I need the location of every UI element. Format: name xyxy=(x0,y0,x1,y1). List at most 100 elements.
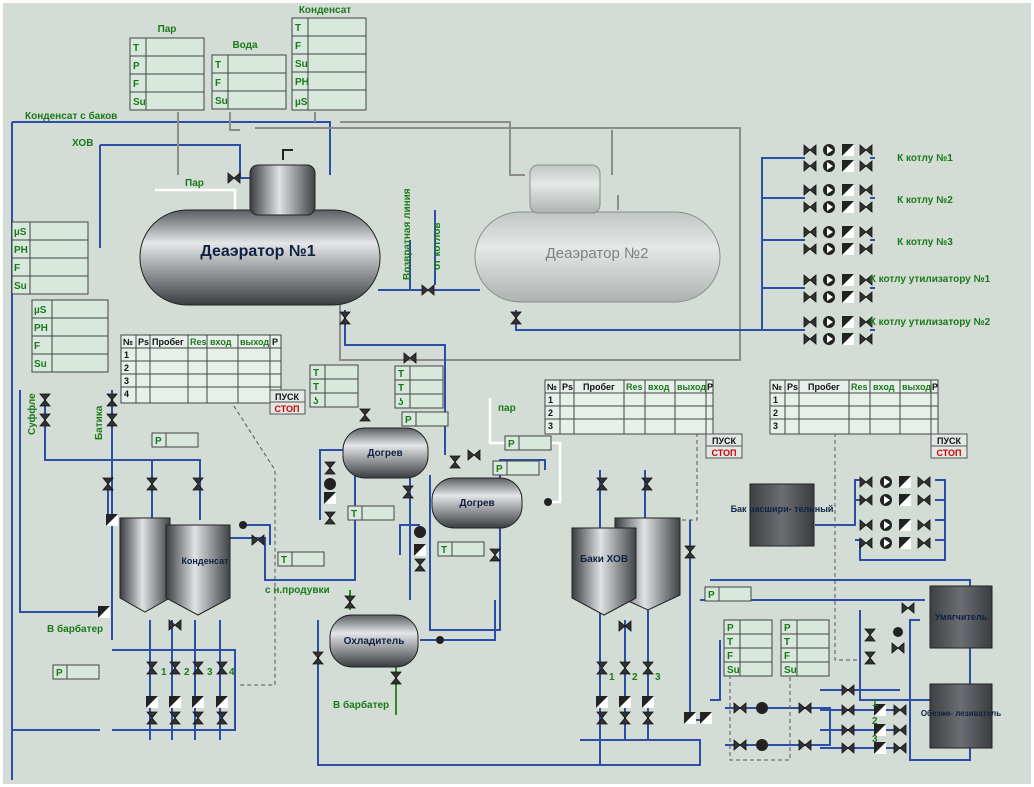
readout-p-3: P xyxy=(504,435,552,451)
par-line-label: Пар xyxy=(185,178,204,189)
svg-text:СТОП: СТОП xyxy=(711,448,736,458)
stop-button-1[interactable]: СТОП xyxy=(269,401,306,415)
svg-text:1: 1 xyxy=(124,350,129,360)
pusk-button-3[interactable]: ПУСК xyxy=(930,433,968,447)
filter-valve-num-2: 2 xyxy=(872,716,878,727)
tt1-row-1: T xyxy=(313,368,319,379)
svg-text:P: P xyxy=(932,382,938,392)
readout-p-1: P xyxy=(151,432,199,448)
boiler-line-5: К котлу утилизатору №2 xyxy=(870,317,991,328)
param-table-voda: Вода T F Su xyxy=(211,40,287,110)
ohladitel-tank[interactable]: Охладитель xyxy=(329,614,419,668)
dogrev-2-label: Догрев xyxy=(459,498,494,509)
dogrev-1-label: Догрев xyxy=(367,448,402,459)
hov-valve-num-2: 2 xyxy=(632,672,638,683)
vozvratnaya-label: Возвратная линия xyxy=(402,188,413,280)
svg-text:Ps: Ps xyxy=(562,382,573,392)
kond-row-su: Su xyxy=(295,59,308,70)
svg-text:ПУСК: ПУСК xyxy=(275,392,300,402)
boiler-line-4: К котлу утилизатору №1 xyxy=(870,274,991,285)
tt2-row-1: T xyxy=(398,369,404,380)
left2-row-ph: PH xyxy=(34,323,48,334)
bak-rasshiritelnyi[interactable]: Бак расшири- тельный xyxy=(731,483,834,547)
svg-text:3: 3 xyxy=(773,421,778,431)
svg-text:1: 1 xyxy=(548,395,553,405)
param-table-left-1: µS PH F Su xyxy=(11,221,89,295)
svg-text:P: P xyxy=(508,439,515,450)
readout-p-6: P xyxy=(704,586,752,602)
dogrev-tank-1[interactable]: Догрев xyxy=(342,427,429,479)
kondensat-tanks[interactable]: Конденсат xyxy=(119,517,231,616)
actuators[interactable] xyxy=(98,478,903,754)
b1-row-su: Su xyxy=(727,665,740,676)
boiler-line-2: К котлу №2 xyxy=(897,195,953,206)
pusk-button-2[interactable]: ПУСК xyxy=(705,433,743,447)
kond-row-f: F xyxy=(295,41,301,52)
voda-row-su: Su xyxy=(215,96,228,107)
svg-text:P: P xyxy=(707,382,713,392)
s-n-produvki-label: с н.продувки xyxy=(265,585,330,596)
readout-t-3: T xyxy=(277,551,325,567)
tt1-row-2: T xyxy=(313,382,319,393)
svg-text:P: P xyxy=(708,590,715,601)
svg-text:выход: выход xyxy=(902,382,931,392)
umyagchitel[interactable]: Умягчитель xyxy=(929,585,993,649)
svg-text:T: T xyxy=(351,509,357,520)
hov-valve-num-3: 3 xyxy=(655,672,661,683)
svg-text:Res: Res xyxy=(626,382,643,392)
readout-p-2: P xyxy=(401,411,449,427)
svg-text:вход: вход xyxy=(873,382,895,392)
b1-row-p: P xyxy=(727,623,734,634)
suffle-label: Суффле xyxy=(26,393,38,435)
baki-hov-tanks[interactable]: Баки ХОВ xyxy=(571,517,681,616)
stop-button-2[interactable]: СТОП xyxy=(705,445,743,459)
par-row-f: F xyxy=(133,79,139,90)
tt2-row-2: T xyxy=(398,383,404,394)
svg-text:СТОП: СТОП xyxy=(936,448,961,458)
svg-text:вход: вход xyxy=(210,337,232,347)
svg-text:P: P xyxy=(272,337,278,347)
filter-valve-num-1: 1 xyxy=(872,698,878,709)
svg-text:выход: выход xyxy=(240,337,269,347)
left2-row-su: Su xyxy=(34,359,47,370)
par-row-p: P xyxy=(133,61,140,72)
tt2-row-3: ʖ xyxy=(398,397,404,408)
hov-label: ХОВ xyxy=(72,138,93,149)
svg-text:Res: Res xyxy=(190,337,207,347)
kond-row-t: T xyxy=(295,23,301,34)
obezzhelezivatel[interactable]: Обезже- лезиватель xyxy=(921,683,1001,749)
pusk-button-1[interactable]: ПУСК xyxy=(269,389,306,403)
voda-row-t: T xyxy=(215,60,221,71)
stop-button-3[interactable]: СТОП xyxy=(930,445,968,459)
boiler-line-1: К котлу №1 xyxy=(897,153,953,164)
filter-valve-num-3: 3 xyxy=(872,734,878,745)
voda-row-f: F xyxy=(215,78,221,89)
svg-text:P: P xyxy=(56,668,63,679)
readout-p-5: P xyxy=(52,664,100,680)
b1-row-f: F xyxy=(727,651,733,662)
kondensat-tank-label: Конденсат xyxy=(181,556,229,566)
left2-row-f: F xyxy=(34,341,40,352)
svg-text:T: T xyxy=(441,545,447,556)
svg-text:Ps: Ps xyxy=(787,382,798,392)
dogrev-tank-2[interactable]: Догрев xyxy=(431,477,523,529)
deaerator-2[interactable]: Деаэратор №2 xyxy=(474,164,721,303)
svg-text:3: 3 xyxy=(124,376,129,386)
svg-text:№: № xyxy=(547,382,557,392)
svg-text:СТОП: СТОП xyxy=(274,404,299,414)
obezzhelez-label: Обезже- лезиватель xyxy=(921,709,1001,718)
batika-label: Батика xyxy=(94,405,105,440)
kondensat-title: Конденсат xyxy=(299,5,351,16)
valve-num-3: 3 xyxy=(207,667,213,678)
param-table-bottom-1: P T F Su xyxy=(723,619,773,677)
par-row-su: Su xyxy=(133,97,146,108)
left1-row-f: F xyxy=(14,263,20,274)
ot-kotlov-label: от котлов xyxy=(432,222,443,270)
svg-text:2: 2 xyxy=(548,408,553,418)
deaerator-1[interactable]: Деаэратор №1 xyxy=(139,149,381,306)
deaerator-2-label: Деаэратор №2 xyxy=(546,245,649,262)
svg-text:4: 4 xyxy=(124,389,129,399)
svg-text:2: 2 xyxy=(124,363,129,373)
b1-row-t: T xyxy=(727,637,733,648)
